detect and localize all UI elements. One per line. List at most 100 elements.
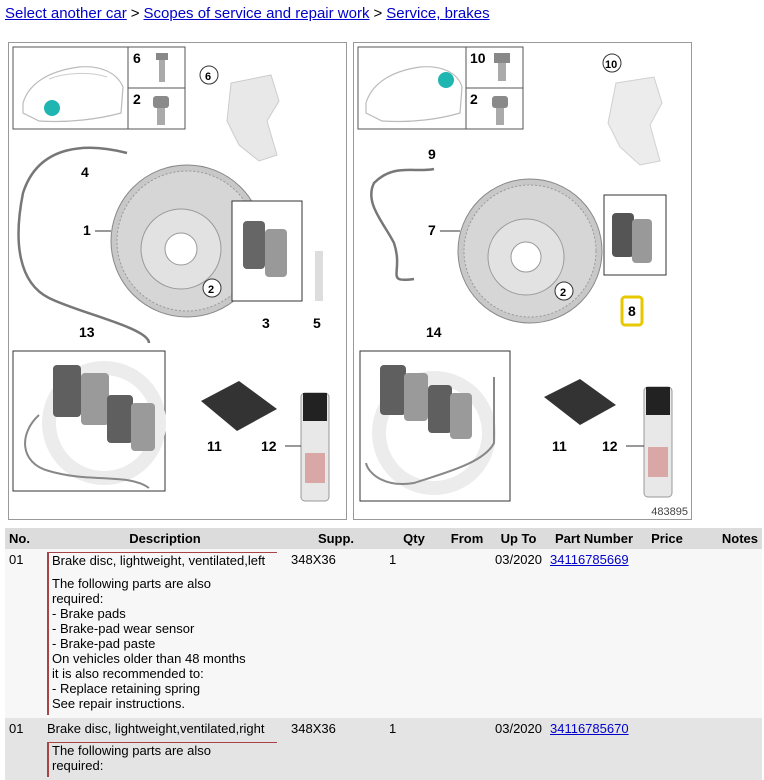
description-line: - Brake pads [52,606,126,621]
callout-14: 14 [426,324,442,340]
car-roof-line [48,72,108,80]
col-up-to: Up To [491,528,546,549]
description-box: The following parts are also required: [47,742,277,777]
breadcrumb-separator: > [130,5,140,22]
callout-4: 4 [81,164,89,180]
col-part-number: Part Number [546,528,642,549]
car-location-box [357,46,467,130]
callout-10: 10 [605,59,617,71]
callout-2: 2 [208,284,214,296]
description-line: required: [52,758,104,773]
description-line: See repair instructions. [52,696,185,711]
callout-11: 11 [552,438,567,454]
callout-12: 12 [261,438,277,454]
callout-10-small: 10 [470,50,486,66]
retaining-spring-icon [315,251,323,301]
callout-8-highlight [620,295,644,327]
diagram-right-svg: 10 2 10 9 7 2 [357,46,673,502]
cell-part-number: 34116785669 [546,549,642,718]
small-part-box-2 [465,87,524,130]
cell-qty: 1 [385,549,443,718]
kit-pad-icon [107,395,133,443]
paste-packet-icon [201,381,277,431]
callout-9: 9 [428,146,436,162]
description-title: Brake disc, lightweight,ventilated,right [47,721,265,736]
kit-pad-icon [380,365,406,415]
cell-price [642,549,692,718]
kit-pad-icon [131,403,155,451]
breadcrumb: Select another car>Scopes of service and… [5,5,490,22]
part-number-link[interactable]: 34116785670 [550,721,629,736]
description-line: it is also recommended to: [52,666,204,681]
col-price: Price [642,528,692,549]
col-no: No. [5,528,43,549]
callout-12: 12 [602,438,618,454]
table-header-row: No. Description Supp. Qty From Up To Par… [5,528,762,549]
cell-part-number: 34116785670 [546,718,642,780]
cell-supp: 348X36 [287,718,385,780]
parts-table: No. Description Supp. Qty From Up To Par… [5,528,762,780]
breadcrumb-select-car[interactable]: Select another car [5,5,127,22]
caliper-carrier-icon [226,74,280,162]
callout-6: 6 [205,71,211,83]
cell-notes [692,718,762,780]
kit-pad-icon [404,373,428,421]
callout-2-small: 2 [133,91,141,107]
car-outline-icon [22,66,124,123]
diagram-id: 483895 [651,506,688,518]
cell-up-to: 03/2020 [491,549,546,718]
brake-pad-icon [265,229,287,277]
description-line: The following parts are also [52,743,211,758]
callout-circle-10 [602,53,622,73]
table-row: 01 Brake disc, lightweight, ventilated,l… [5,549,762,718]
cell-up-to: 03/2020 [491,718,546,780]
car-outline-icon [365,66,463,123]
paste-packet-icon [544,379,616,425]
guide-bolt-icon [492,96,508,125]
cell-description: Brake disc, lightweight, ventilated,left… [43,549,287,718]
nut-icon [494,53,510,81]
kit-pad-icon [450,393,472,439]
diagram-panel-right: 10 2 10 9 7 2 [353,42,692,520]
breadcrumb-scopes[interactable]: Scopes of service and repair work [143,5,370,22]
callout-13: 13 [79,324,95,340]
breadcrumb-service-brakes[interactable]: Service, brakes [386,5,490,22]
part-number-link[interactable]: 34116785669 [550,552,629,567]
callout-2-small: 2 [470,91,478,107]
cell-from [443,718,491,780]
wear-sensor-cable-icon [370,167,435,282]
description-box: Brake disc, lightweight, ventilated,left… [47,552,277,715]
table-row: 01 Brake disc, lightweight,ventilated,ri… [5,718,762,780]
description-line: On vehicles older than 48 months [52,651,246,666]
brake-pad-icon [243,221,265,269]
cell-from [443,549,491,718]
parts-diagram: 6 2 6 4 1 [8,42,692,520]
diagram-panel-left: 6 2 6 4 1 [8,42,347,520]
callout-circle-2 [554,281,574,301]
callout-3: 3 [262,315,270,331]
description-line: - Brake-pad paste [52,636,156,651]
callout-5: 5 [313,315,321,331]
guide-bolt-icon [153,96,169,125]
callout-8: 8 [628,303,636,319]
description-line: - Replace retaining spring [52,681,201,696]
diagram-left-svg: 6 2 6 4 1 [12,46,330,502]
brake-pad-icon [632,219,652,263]
cell-no: 01 [5,549,43,718]
callout-circle-2 [202,278,222,298]
cell-notes [692,549,762,718]
col-supp: Supp. [287,528,385,549]
col-from: From [443,528,491,549]
callout-7: 7 [428,222,436,238]
brake-disc-left-icon [110,164,264,318]
col-notes: Notes [692,528,762,549]
description-line: required: [52,591,104,606]
location-marker-icon [438,72,454,88]
callout-6-small: 6 [133,50,141,66]
description-line: The following parts are also [52,576,211,591]
car-location-box [12,46,129,130]
watermark-ring [372,371,496,495]
caliper-carrier-icon [607,76,663,166]
cell-supp: 348X36 [287,549,385,718]
cell-no: 01 [5,718,43,780]
